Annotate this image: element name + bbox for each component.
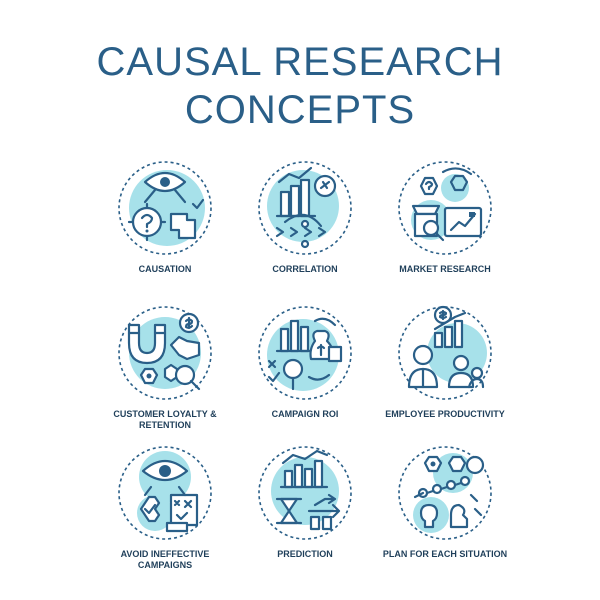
concept-label: PLAN FOR EACH SITUATION: [382, 549, 508, 559]
employee-productivity-icon: [398, 305, 492, 400]
causation-icon: [118, 161, 212, 255]
concept-label: CAUSATION: [138, 264, 192, 274]
title-line-1: CAUSAL RESEARCH: [96, 40, 504, 84]
concept-label: CAMPAIGN ROI: [271, 409, 339, 419]
plan-icon: [398, 446, 492, 540]
prediction-icon: [258, 446, 352, 540]
concept-campaign-roi: CAMPAIGN ROI: [235, 303, 375, 443]
concept-customer-loyalty: CUSTOMER LOYALTY & RETENTION: [95, 303, 235, 443]
concept-employee-productivity: EMPLOYEE PRODUCTIVITY: [375, 303, 515, 443]
concept-grid: CAUSATION CORRELATION: [95, 158, 515, 593]
concept-causation: CAUSATION: [95, 158, 235, 303]
concept-plan: PLAN FOR EACH SITUATION: [375, 443, 515, 593]
concept-avoid-campaigns: AVOID INEFFECTIVE CAMPAIGNS: [95, 443, 235, 593]
correlation-icon: [258, 161, 352, 255]
customer-loyalty-icon: [118, 306, 212, 400]
page-title: CAUSAL RESEARCH CONCEPTS: [0, 38, 600, 134]
campaign-roi-icon: [258, 306, 352, 400]
market-research-icon: [398, 161, 492, 255]
concept-correlation: CORRELATION: [235, 158, 375, 303]
concept-label: AVOID INEFFECTIVE CAMPAIGNS: [120, 549, 210, 570]
title-line-2: CONCEPTS: [184, 88, 416, 132]
concept-label: EMPLOYEE PRODUCTIVITY: [385, 409, 505, 419]
concept-market-research: MARKET RESEARCH: [375, 158, 515, 303]
concept-label: CORRELATION: [272, 264, 338, 274]
concept-label: PREDICTION: [277, 549, 333, 559]
concept-label: CUSTOMER LOYALTY & RETENTION: [113, 409, 217, 430]
concept-prediction: PREDICTION: [235, 443, 375, 593]
concept-label: MARKET RESEARCH: [399, 264, 491, 274]
avoid-campaigns-icon: [118, 446, 212, 540]
